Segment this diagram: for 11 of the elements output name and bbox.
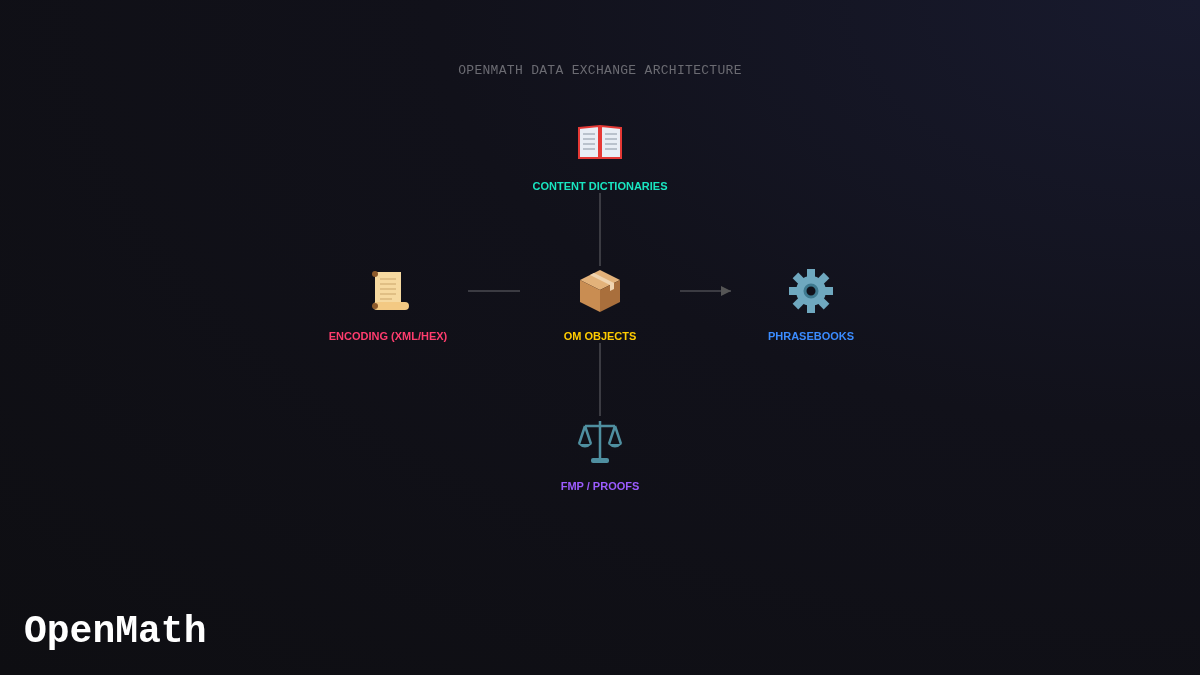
diagram-title: OPENMATH DATA EXCHANGE ARCHITECTURE (457, 63, 743, 78)
connector-line (599, 192, 601, 267)
node-label: FMP / PROOFS (560, 480, 640, 492)
connector-line (679, 285, 732, 297)
connector-line (599, 342, 601, 417)
node-label: PHRASEBOOKS (767, 330, 855, 342)
node-label: CONTENT DICTIONARIES (532, 180, 668, 192)
connector-line (467, 290, 521, 292)
page-heading: OpenMath (24, 610, 207, 653)
node-label: OM OBJECTS (563, 330, 637, 342)
node-label: ENCODING (XML/HEX) (328, 330, 448, 342)
